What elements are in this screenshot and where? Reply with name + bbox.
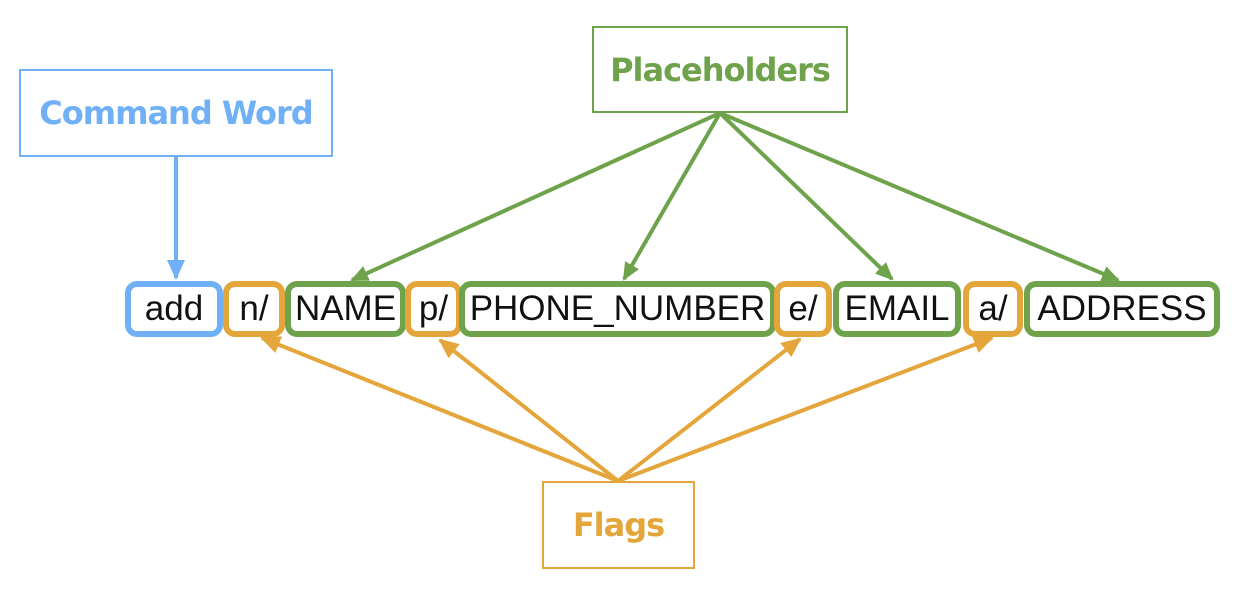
arrow-flags-to-p [438,338,620,483]
arrow-flags-to-a [617,336,994,483]
arrow-placeholders-to-name [350,111,721,282]
arrow-flags-to-n [260,336,619,483]
placeholder-email-token: EMAIL [833,281,961,337]
placeholder-name-token: NAME [285,281,406,337]
flag-address-token: a/ [963,281,1023,337]
placeholder-phone-token: PHONE_NUMBER [459,281,776,337]
placeholder-address-token: ADDRESS [1024,281,1220,337]
command-word-token: add [125,281,223,337]
flags-label: Flags [542,481,695,569]
arrow-placeholders-to-phone [622,111,722,281]
flag-email-token: e/ [774,281,832,337]
flag-phone-token: p/ [405,281,462,337]
arrow-placeholders-to-email [718,111,894,281]
arrow-placeholders-to-address [719,111,1120,282]
placeholders-label: Placeholders [592,26,848,113]
command-word-label: Command Word [19,69,333,157]
flag-name-token: n/ [223,281,285,337]
arrow-flags-to-e [616,337,802,483]
